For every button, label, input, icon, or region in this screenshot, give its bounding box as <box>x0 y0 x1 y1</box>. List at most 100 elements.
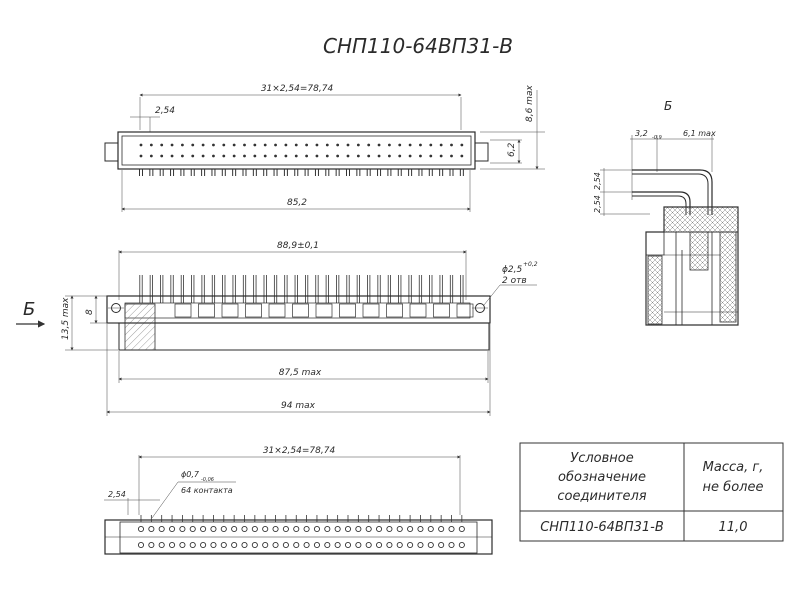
contact-hole <box>355 525 362 533</box>
pin-dot <box>315 154 319 158</box>
pin-dot <box>460 143 464 147</box>
contact-hole <box>355 541 362 549</box>
contact-hole <box>313 525 321 533</box>
pin-dot <box>315 143 319 147</box>
pin-dot <box>232 143 236 147</box>
contact-hole <box>241 541 248 549</box>
slot <box>268 303 286 318</box>
pin-dot <box>243 143 246 147</box>
pin-dot <box>367 143 371 147</box>
contact-hole <box>168 525 176 533</box>
contact-hole <box>220 541 227 549</box>
pin-dot <box>377 154 381 158</box>
pin-dot <box>191 154 195 158</box>
pin-dot <box>160 154 164 158</box>
pin-dot <box>274 143 277 147</box>
pin-dot <box>263 154 267 158</box>
table-header-right-1: Масса, г, <box>703 460 764 475</box>
contact-hole <box>200 541 207 549</box>
contact-hole <box>303 525 310 533</box>
pin-dot <box>170 143 174 147</box>
pin-dot <box>222 143 226 147</box>
contact-hole <box>148 525 155 533</box>
contact-hole <box>210 525 217 533</box>
pin-dot <box>294 154 298 158</box>
contact-hole <box>179 541 186 549</box>
slot <box>386 303 403 318</box>
contact-hole <box>396 541 403 549</box>
contact-hole <box>386 525 393 533</box>
contact-hole <box>427 525 434 533</box>
contact-hole <box>448 541 455 549</box>
contact-hole <box>417 541 424 549</box>
slot <box>433 303 450 318</box>
front-slots <box>174 303 474 318</box>
hole-dia-dim: ϕ2,5 <box>502 265 523 275</box>
pin-dot <box>429 154 433 158</box>
pin-dot <box>274 154 277 158</box>
pin-dot <box>149 143 153 147</box>
front-mid-dim: 87,5 max <box>279 368 322 378</box>
side-p1-dim: 2,54 <box>593 172 602 190</box>
pin-dot <box>212 143 215 147</box>
contact-hole <box>251 541 258 549</box>
top-height-dim: 8,6 max <box>525 85 535 122</box>
contact-hole <box>438 525 445 533</box>
bottom-pitch-dim: 31×2,54=78,74 <box>263 446 336 456</box>
front-contacts <box>139 275 464 303</box>
contact-hole <box>417 525 424 533</box>
top-pins-dim: 6,2 <box>507 142 517 157</box>
contact-hole <box>365 541 372 549</box>
side-b-dim: 6,1 max <box>683 129 716 138</box>
front-width-dim: 88,9±0,1 <box>277 241 319 251</box>
slot <box>456 303 474 318</box>
pin-dot <box>305 154 308 158</box>
pin-dot <box>181 143 184 147</box>
contact-hole <box>158 525 165 533</box>
table-header-left-3: соединителя <box>557 489 646 504</box>
spec-table: Условное обозначение соединителя Масса, … <box>519 442 784 542</box>
contact-hole <box>158 541 165 549</box>
pin-dot <box>305 143 308 147</box>
hole-tol-dim: +0,2 <box>523 261 538 268</box>
contact-tol-dim: -0,06 <box>201 477 214 483</box>
contact-hole <box>262 525 269 533</box>
front-h2-dim: 13,5 max <box>61 297 71 340</box>
pin-dot <box>253 154 257 158</box>
table-header-left-1: Условное <box>570 451 633 466</box>
contact-hole <box>231 525 238 533</box>
table-header-right-2: не более <box>703 480 764 495</box>
contact-hole <box>303 541 310 549</box>
slot <box>221 303 239 318</box>
pin-dot <box>450 143 453 147</box>
contact-hole <box>251 525 258 533</box>
contact-hole <box>458 525 465 533</box>
pin-dot <box>367 154 371 158</box>
pin-dot <box>356 143 360 147</box>
contact-hole <box>334 525 341 533</box>
contact-hole <box>282 541 289 549</box>
contact-hole <box>293 541 300 549</box>
contact-hole <box>137 541 145 549</box>
contact-hole <box>272 541 279 549</box>
bottom-view: 31×2,54=78,74 ϕ0,7 -0,06 64 контакта 2,5… <box>104 446 493 555</box>
contact-hole <box>386 541 393 549</box>
contact-hole <box>293 525 300 533</box>
contact-hole <box>375 525 383 533</box>
slot <box>315 303 333 318</box>
bottom-pitch-single-dim: 2,54 <box>108 490 126 499</box>
pin-dot <box>408 143 412 147</box>
pin-dot <box>450 154 453 158</box>
pin-dot <box>212 154 215 158</box>
contact-hole <box>365 525 372 533</box>
pin-dot <box>201 154 205 158</box>
pin-dot <box>201 143 205 147</box>
contact-hole <box>375 541 383 549</box>
slot <box>409 303 427 318</box>
contact-hole <box>458 541 465 549</box>
table-cell-mass: 11,0 <box>719 520 748 535</box>
side-view-label: Б <box>664 99 672 113</box>
bottom-contacts <box>137 515 465 549</box>
pin-dot <box>429 143 433 147</box>
